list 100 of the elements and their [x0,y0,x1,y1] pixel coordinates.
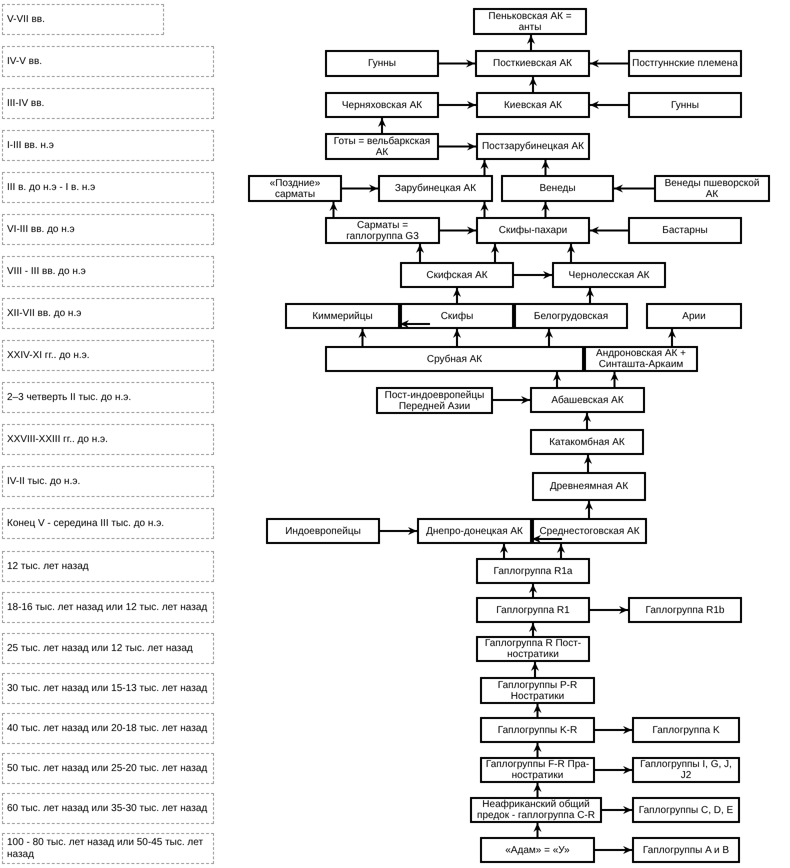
arrow [514,271,552,279]
time-period-box [2,256,214,287]
culture-box [532,472,646,501]
culture-box [248,175,342,202]
culture-box [480,837,595,863]
box-label: III-IV вв. [7,98,46,110]
arrow [529,623,537,636]
arrow [545,329,553,346]
culture-box [325,92,439,118]
box-label: Сарматы = гаплогруппа G3 [345,220,420,242]
box-label: Пеньковская АК = анты [487,10,573,32]
culture-box [532,518,647,544]
arrow [534,743,542,757]
time-period-box [2,633,214,664]
culture-box [632,797,740,823]
box-label: Среднестоговская АК [539,526,640,536]
arrow [527,35,535,50]
arrow [590,101,628,109]
arrow [330,202,338,217]
culture-box [584,346,698,372]
box-label: Венеды пшеворской АК [664,178,760,200]
box-label: Гаплогруппа R1b [646,604,724,616]
culture-box [632,837,740,863]
box-label: «Поздние» сарматы [268,178,322,200]
arrow [380,527,417,535]
box-label: Срубная АК [426,354,482,364]
arrow [416,244,424,262]
box-label: I-III вв. н.э [7,140,55,152]
culture-box [325,217,440,244]
box-label: Конец V - середина III тыс. до н.э. [7,518,166,530]
time-period-box [2,551,214,582]
box-label: 30 тыс. лет назад или 15-13 тыс. лет назад [7,682,208,694]
box-label: Киевская АК [504,100,562,110]
culture-box [628,50,742,77]
culture-box [552,262,666,288]
culture-box [530,387,645,413]
box-label: Гаплогруппа R Пост-ностратики [484,638,582,660]
box-label: XII-VII вв. до н.э [7,308,82,320]
arrow [500,544,508,558]
time-period-box [2,214,214,245]
culture-box [480,677,595,704]
box-label: XXVIII-XXIII гг.. до н.э. [7,434,109,446]
box-label: Гаплогруппа R1 [496,604,570,616]
culture-box [325,50,439,77]
arrow [542,202,550,217]
arrow [585,501,593,518]
box-label: Готы = вельбаркская АК [332,136,432,158]
arrow [584,455,592,472]
culture-box [476,217,590,244]
arrow [378,118,386,133]
time-period-box [2,4,164,35]
culture-box [628,597,742,623]
time-period-box [2,833,214,864]
arrow [595,846,632,854]
culture-box [475,50,590,77]
arrow [529,77,537,92]
arrow [595,766,632,774]
time-period-box [2,130,214,161]
arrow [590,226,628,234]
box-label: Скифы-пахари [498,225,568,236]
arrow [567,244,575,262]
box-label: Гаплогруппы F-R Пра-ностратики [484,759,590,781]
box-label: Гаплогруппы I, G, J, J2 [639,759,733,781]
box-label: V-VII вв. [7,14,46,26]
box-label: 50 тыс. лет назад или 25-20 тыс. лет назад [7,762,208,774]
arrow [586,288,594,303]
culture-box [476,92,590,118]
culture-box [501,175,614,202]
arrow [439,101,476,109]
box-label: Гаплогруппа R1a [494,566,572,576]
arrow [542,160,550,175]
box-label: Гаплогруппа K [652,724,720,736]
culture-box [378,175,493,202]
culture-box [476,636,590,662]
arrow [342,184,378,192]
arrow [439,60,475,68]
box-label: Гаплогруппы C, D, E [638,804,734,816]
culture-box [628,217,742,244]
box-label: Постзарубинецкая АК [482,141,584,152]
time-period-box [2,753,214,784]
box-label: Индоевропейцы [285,526,361,536]
box-label: Катакомбная АК [549,436,625,448]
box-label: 2–3 четверть II тыс. до н.э. [7,392,132,404]
arrow [553,372,561,387]
culture-box [530,429,644,455]
time-period-box [2,673,214,704]
arrow [534,704,542,717]
box-label: Пост-индоевропейцы Передней Азии [384,390,486,412]
time-period-box [2,298,214,329]
time-period-box [2,172,214,203]
culture-box [476,133,590,160]
arrow [531,662,539,677]
arrow [439,142,476,150]
arrow [400,320,430,328]
arrow [614,184,654,192]
box-label: Древнеямная АК [550,481,628,492]
arrow [532,535,562,543]
box-label: Белогрудовская [534,310,608,322]
box-label: XXIV-XI гг.. до н.э. [7,350,91,362]
box-label: Гаплогруппы K-R [498,724,578,736]
